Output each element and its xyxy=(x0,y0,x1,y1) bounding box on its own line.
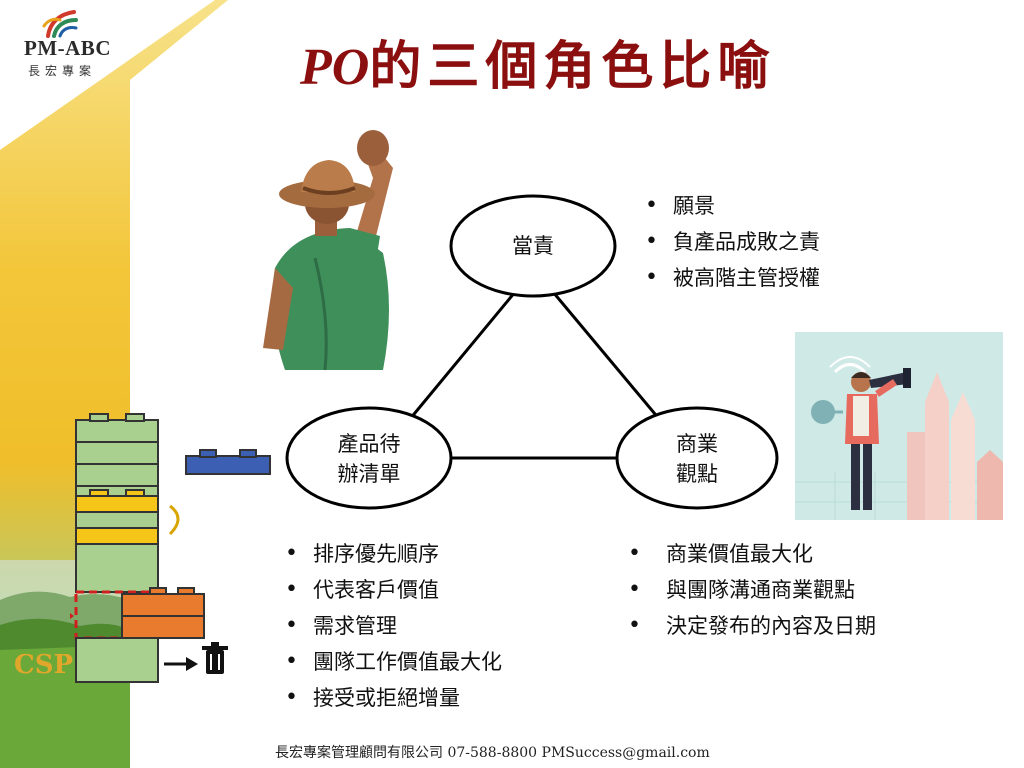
list-item: 與團隊溝通商業觀點 xyxy=(628,572,876,608)
backlog-list: 排序優先順序 代表客戶價值 需求管理 團隊工作價值最大化 接受或拒絕增量 xyxy=(285,536,502,716)
logo-name: PM-ABC xyxy=(24,36,111,60)
edge-accountability-business xyxy=(546,285,662,421)
node-label-business-line2: 觀點 xyxy=(676,462,718,486)
list-item: 排序優先順序 xyxy=(285,536,502,572)
business-list: 商業價值最大化 與團隊溝通商業觀點 決定發布的內容及日期 xyxy=(628,536,876,644)
lego-stack-illustration xyxy=(70,413,228,683)
rotate-arrow-icon xyxy=(168,504,180,536)
list-item: 負產品成敗之責 xyxy=(645,224,820,260)
footer-contact: 長宏專案管理顧問有限公司 07-588-8800 PMSuccess@gmail… xyxy=(275,745,710,761)
page-title: PO的三個角色比喻 xyxy=(300,32,860,102)
list-item: 接受或拒絕增量 xyxy=(285,680,502,716)
list-item: 商業價值最大化 xyxy=(628,536,876,572)
page-title-text: 的三個角色比喻 xyxy=(369,36,776,97)
telescope-man-illustration xyxy=(795,332,1003,520)
logo-subtitle: 長宏專案 xyxy=(28,64,97,78)
list-item: 決定發布的內容及日期 xyxy=(628,608,876,644)
blue-lego-brick-icon xyxy=(185,449,271,475)
node-label-backlog-line2: 辦清單 xyxy=(337,462,401,486)
accountability-list: 願景 負產品成敗之責 被高階主管授權 xyxy=(645,188,820,296)
farmer-illustration xyxy=(263,130,393,371)
page-title-prefix: PO xyxy=(300,39,370,96)
node-label-business-line1: 商業 xyxy=(676,432,718,456)
logo-swirl-icon xyxy=(42,10,78,38)
side-label: CSP xyxy=(14,650,74,680)
list-item: 代表客戶價值 xyxy=(285,572,502,608)
list-item: 團隊工作價值最大化 xyxy=(285,644,502,680)
list-item: 被高階主管授權 xyxy=(645,260,820,296)
node-label-backlog-line1: 產品待 xyxy=(337,432,401,456)
list-item: 需求管理 xyxy=(285,608,502,644)
list-item: 願景 xyxy=(645,188,820,224)
node-label-backlog: 產品待 辦清單 xyxy=(287,429,451,489)
node-label-accountability: 當責 xyxy=(512,234,554,258)
trash-icon xyxy=(202,642,228,674)
node-label-business: 商業 觀點 xyxy=(617,429,777,489)
